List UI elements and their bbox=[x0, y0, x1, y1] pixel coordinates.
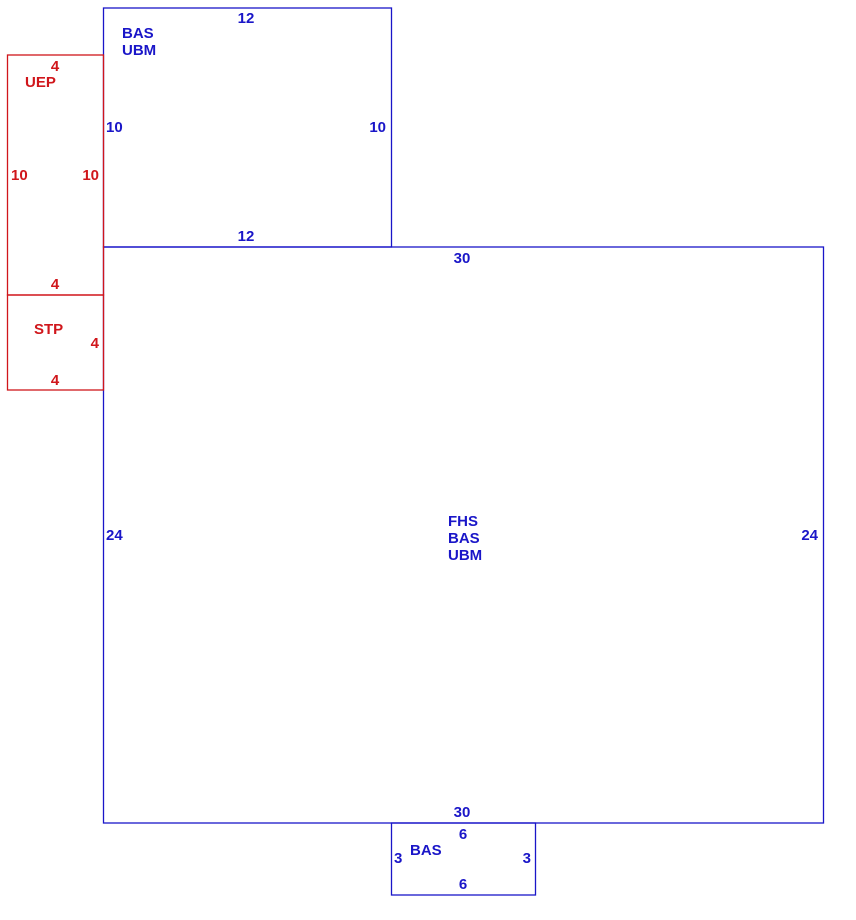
main-section-code: BAS bbox=[448, 530, 480, 547]
uep-section: UEP 4 4 10 10 bbox=[6, 54, 105, 296]
bay-section-bottom-dim: 6 bbox=[459, 876, 467, 893]
upper-section-bottom-dim: 12 bbox=[238, 228, 255, 245]
bay-section-code: BAS bbox=[410, 842, 442, 859]
bay-section-top-dim: 6 bbox=[459, 826, 467, 843]
stp-section-right-dim: 4 bbox=[91, 335, 100, 352]
uep-section-code: UEP bbox=[25, 74, 56, 91]
main-section: FHS BAS UBM 30 30 24 24 bbox=[102, 246, 825, 824]
upper-section: BAS UBM 12 12 10 10 bbox=[102, 7, 393, 248]
bay-section: BAS 6 6 3 3 bbox=[390, 822, 537, 896]
bay-section-right-dim: 3 bbox=[523, 850, 531, 867]
main-section-code: FHS bbox=[448, 513, 478, 530]
stp-section-code: STP bbox=[34, 321, 63, 338]
main-section-top-dim: 30 bbox=[454, 250, 471, 267]
main-section-bottom-dim: 30 bbox=[454, 804, 471, 821]
bay-section-outline bbox=[390, 822, 537, 896]
upper-section-left-dim: 10 bbox=[106, 119, 123, 136]
main-section-left-dim: 24 bbox=[106, 527, 123, 544]
uep-section-left-dim: 10 bbox=[11, 167, 28, 184]
main-section-right-dim: 24 bbox=[801, 527, 818, 544]
stp-section: STP 4 4 bbox=[6, 294, 105, 391]
stp-section-outline bbox=[6, 294, 105, 391]
uep-section-right-dim: 10 bbox=[82, 167, 99, 184]
upper-section-right-dim: 10 bbox=[369, 119, 386, 136]
upper-section-top-dim: 12 bbox=[238, 10, 255, 27]
main-section-code: UBM bbox=[448, 547, 482, 564]
upper-section-code: UBM bbox=[122, 42, 156, 59]
bay-section-left-dim: 3 bbox=[394, 850, 402, 867]
uep-section-bottom-dim: 4 bbox=[51, 276, 60, 293]
stp-section-bottom-dim: 4 bbox=[51, 372, 60, 389]
upper-section-code: BAS bbox=[122, 25, 154, 42]
uep-section-top-dim: 4 bbox=[51, 58, 60, 75]
